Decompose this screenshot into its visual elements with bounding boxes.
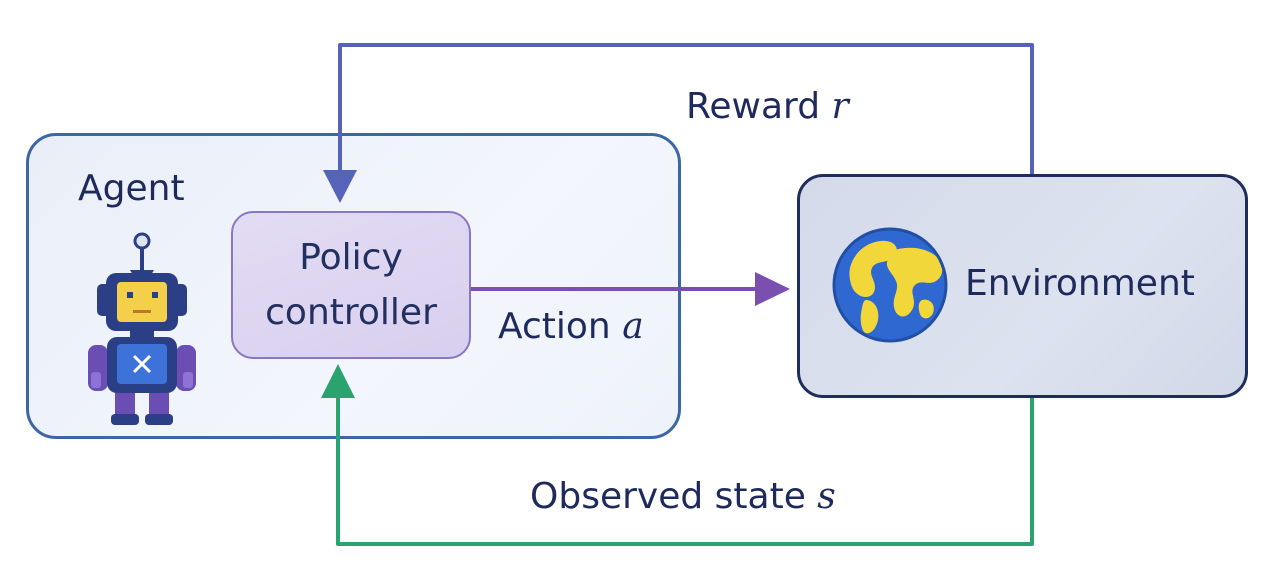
observation-arrow (321, 364, 1034, 546)
reward-arrow (323, 43, 1034, 203)
observation-symbol: s (817, 476, 836, 517)
policy-label-line2: controller (265, 292, 437, 333)
action-symbol: a (622, 306, 644, 347)
policy-controller-label: Policy controller (265, 230, 437, 340)
policy-controller-box: Policy controller (231, 211, 471, 359)
action-label: Action a (498, 306, 644, 347)
globe-icon (832, 227, 948, 343)
environment-label: Environment (965, 263, 1195, 304)
agent-label: Agent (78, 168, 185, 209)
observation-label: Observed state s (530, 476, 836, 517)
reward-text: Reward (686, 86, 821, 127)
reward-symbol: r (831, 86, 849, 127)
policy-label-line1: Policy (299, 237, 403, 278)
action-text: Action (498, 306, 611, 347)
action-arrow (471, 272, 790, 306)
robot-icon (88, 232, 196, 425)
observation-text: Observed state (530, 476, 806, 517)
reward-label: Reward r (686, 86, 849, 127)
